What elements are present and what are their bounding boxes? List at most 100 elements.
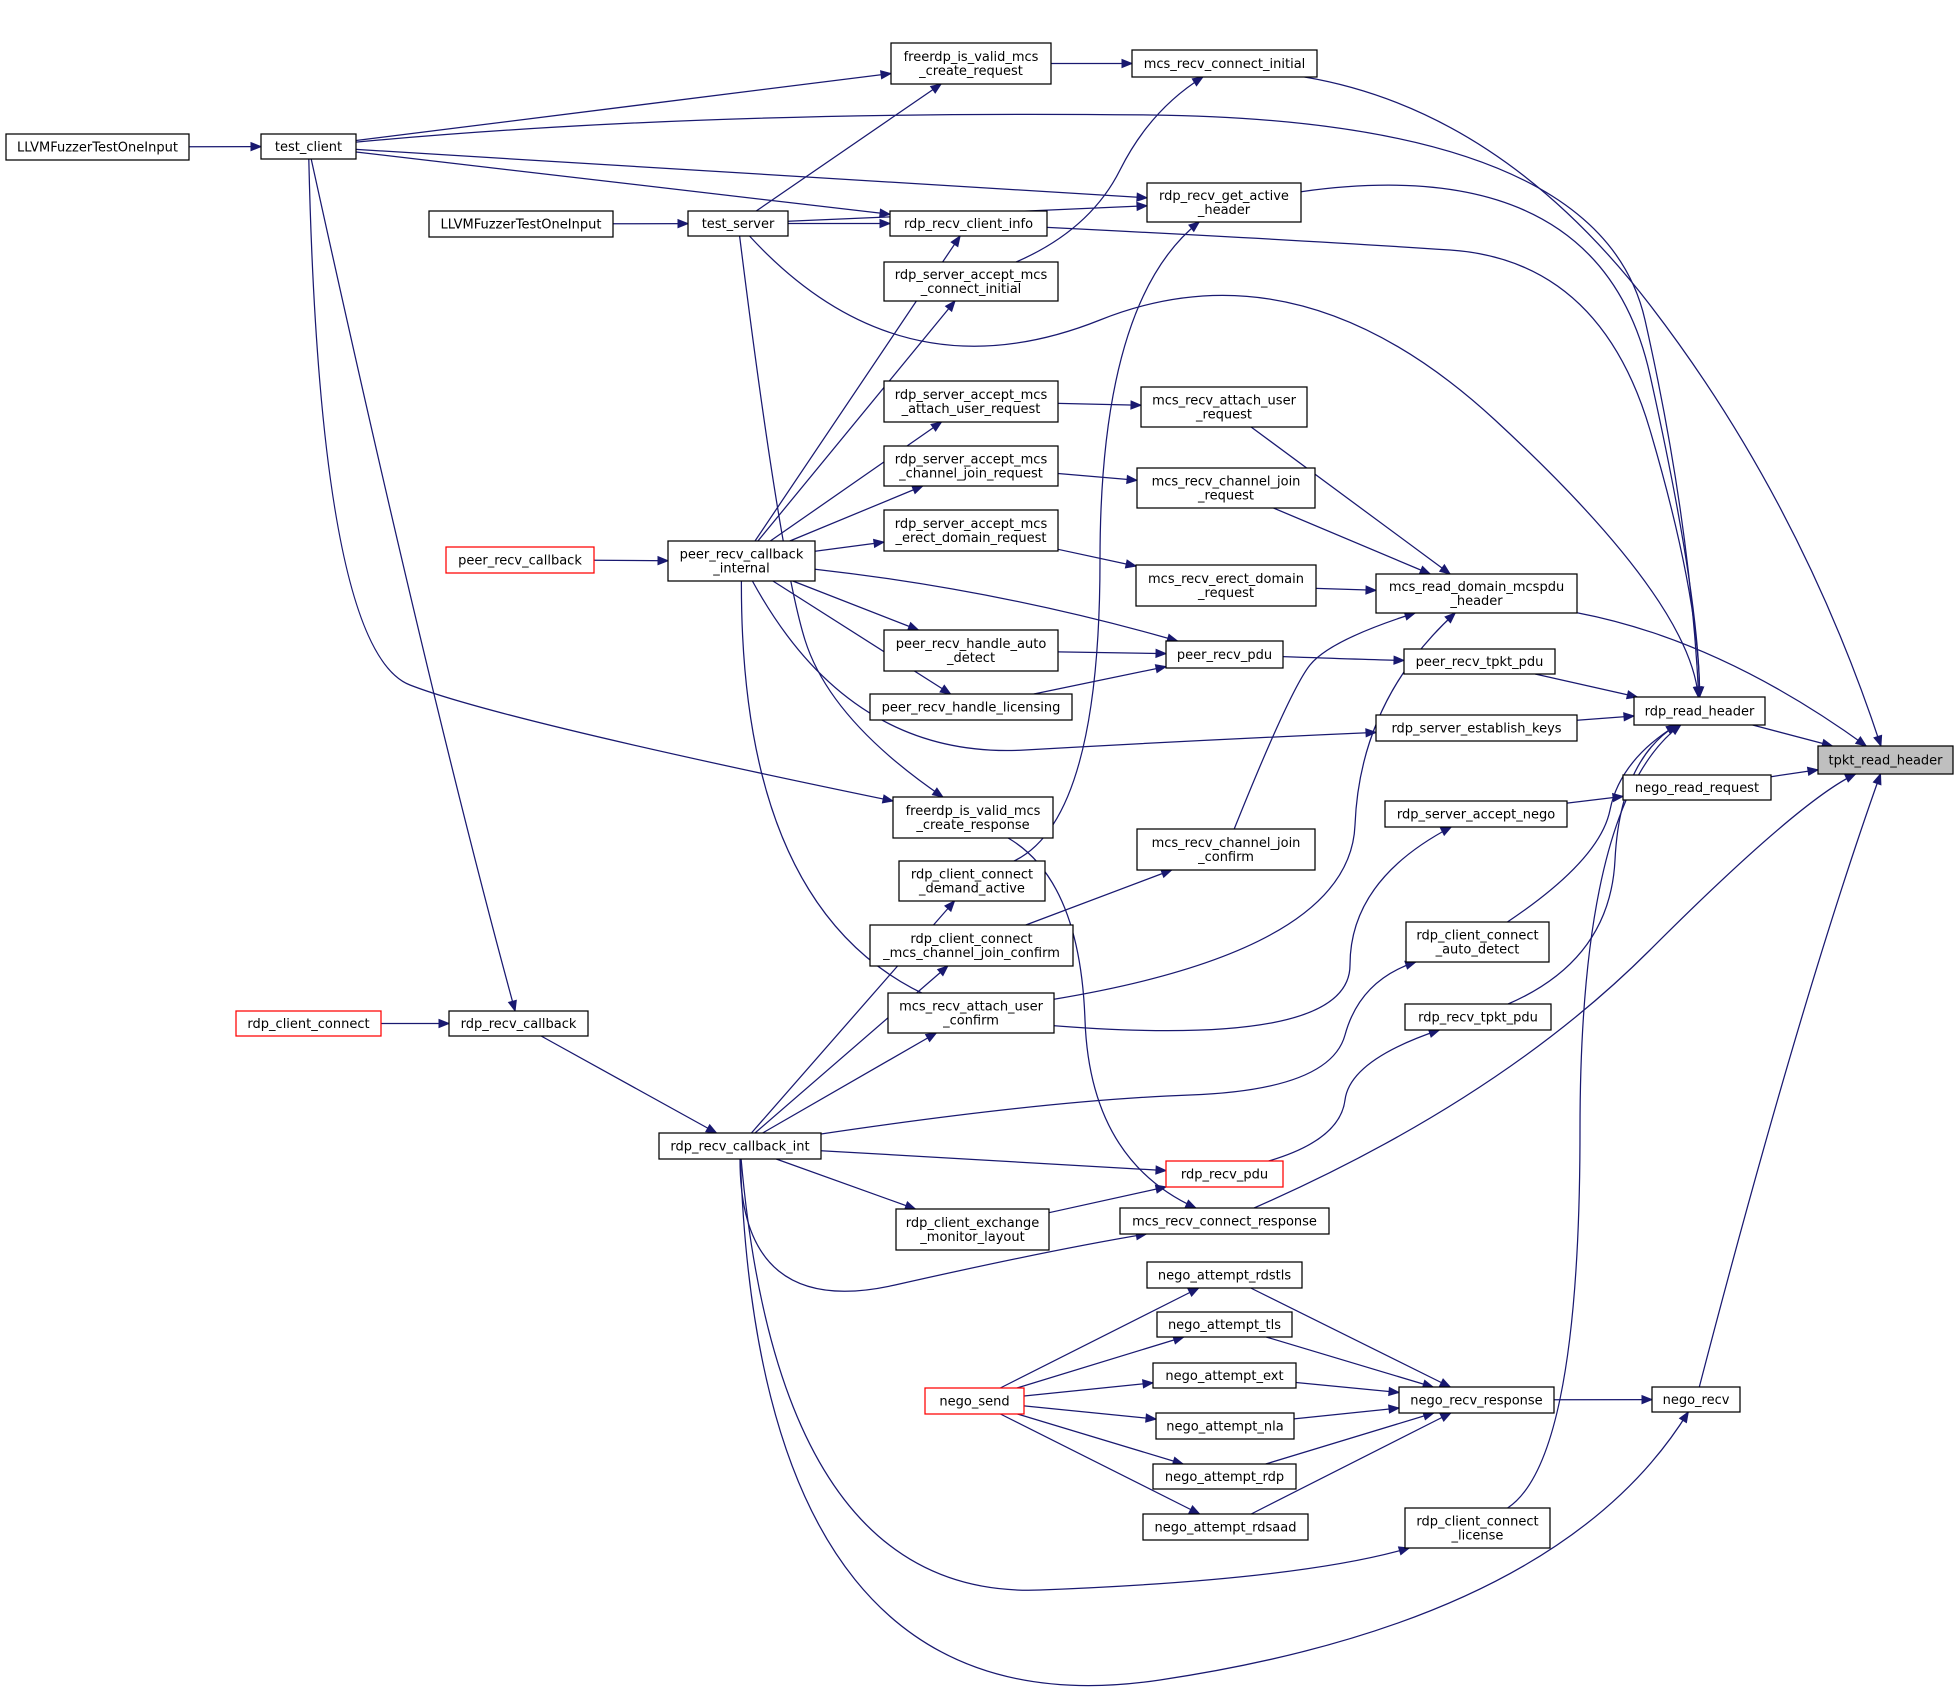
node-nego-attempt-rdsaad[interactable]: nego_attempt_rdsaad — [1142, 1513, 1309, 1541]
node-mcs-recv-attach-user-request[interactable]: mcs_recv_attach_user_request — [1140, 386, 1308, 428]
arrowhead-test_client-to-freerdp_is_valid_mcs_create_request — [880, 70, 893, 80]
node-box — [883, 629, 1059, 672]
node-label: mcs_recv_attach_user — [899, 1000, 1044, 1015]
node-box — [883, 261, 1059, 302]
node-tpkt-read-header[interactable]: tpkt_read_header — [1817, 745, 1954, 775]
node-peer-recv-callback-internal[interactable]: peer_recv_callback_internal — [667, 540, 816, 582]
arrowhead-rdp_recv_callback_int-to-rdp_client_connect_demand_active — [944, 899, 956, 913]
node-peer-recv-pdu[interactable]: peer_recv_pdu — [1165, 640, 1284, 669]
arrowhead-peer_recv_callback_internal-to-rdp_server_accept_mcs_channel_join_request — [911, 485, 924, 495]
edge-mcs_recv_attach_user_confirm-to-mcs_read_domain_mcspdu_header — [1053, 612, 1456, 1000]
node-box — [1622, 774, 1772, 801]
node-peer-recv-tpkt-pdu[interactable]: peer_recv_tpkt_pdu — [1403, 648, 1556, 675]
edge-test_server-to-freerdp_is_valid_mcs_create_response — [738, 235, 944, 798]
edge-peer_recv_callback_internal-to-rdp_server_accept_nego — [740, 580, 1452, 1032]
node-box — [1384, 800, 1568, 828]
arrowhead-nego_send-to-nego_attempt_ext — [1142, 1379, 1155, 1389]
node-rdp-server-accept-mcs-channel-join-request[interactable]: rdp_server_accept_mcs_channel_join_reque… — [883, 445, 1059, 487]
node-box — [260, 133, 357, 160]
node-nego-attempt-rdp[interactable]: nego_attempt_rdp — [1152, 1463, 1297, 1490]
arrowhead-rdp_recv_callback_int-to-rdp_recv_pdu — [1155, 1165, 1168, 1175]
node-rdp-recv-callback[interactable]: rdp_recv_callback — [448, 1010, 589, 1037]
node-rdp-client-exchange-monitor-layout[interactable]: rdp_client_exchange_monitor_layout — [895, 1208, 1050, 1251]
node-freerdp-is-valid-mcs-create-response[interactable]: freerdp_is_valid_mcs_create_response — [892, 796, 1054, 839]
node-rdp-server-accept-mcs-connect-initial[interactable]: rdp_server_accept_mcs_connect_initial — [883, 261, 1059, 302]
node-nego-send[interactable]: nego_send — [924, 1387, 1025, 1415]
node-label: rdp_recv_pdu — [1181, 1168, 1268, 1183]
node-label: _auto_detect — [1435, 943, 1520, 958]
node-mcs-recv-channel-join-confirm[interactable]: mcs_recv_channel_join_confirm — [1136, 828, 1316, 871]
node-rdp-recv-client-info[interactable]: rdp_recv_client_info — [889, 210, 1048, 237]
edge-peer_recv_callback_internal-to-peer_recv_handle_auto_detect — [792, 580, 919, 631]
arrowhead-peer_recv_pdu-to-peer_recv_tpkt_pdu — [1393, 655, 1406, 665]
node-box — [687, 210, 789, 237]
node-nego-recv[interactable]: nego_recv — [1651, 1386, 1741, 1413]
edge-rdp_recv_callback-to-rdp_recv_callback_int — [540, 1035, 717, 1134]
arrowhead-test_client-to-rdp_recv_client_info — [879, 208, 892, 218]
node-rdp-recv-get-active-header[interactable]: rdp_recv_get_active_header — [1146, 182, 1302, 223]
node-mcs-recv-connect-response[interactable]: mcs_recv_connect_response — [1119, 1207, 1330, 1235]
node-nego-attempt-rdstls[interactable]: nego_attempt_rdstls — [1146, 1261, 1303, 1289]
node-rdp-client-connect[interactable]: rdp_client_connect — [235, 1010, 382, 1037]
node-rdp-recv-callback-int[interactable]: rdp_recv_callback_int — [658, 1132, 822, 1160]
arrowhead-rdp_recv_client_info-to-rdp_read_header — [1694, 686, 1705, 699]
node-rdp-server-establish-keys[interactable]: rdp_server_establish_keys — [1375, 714, 1578, 742]
node-label: _request — [1195, 408, 1252, 423]
node-mcs-read-domain-mcspdu-header[interactable]: mcs_read_domain_mcspdu_header — [1375, 573, 1578, 614]
node-label: rdp_client_connect — [1416, 929, 1538, 944]
node-rdp-server-accept-mcs-erect-domain-request[interactable]: rdp_server_accept_mcs_erect_domain_reque… — [883, 509, 1059, 552]
node-mcs-recv-attach-user-confirm[interactable]: mcs_recv_attach_user_confirm — [887, 992, 1055, 1034]
node-nego-recv-response[interactable]: nego_recv_response — [1398, 1386, 1555, 1414]
node-LLVMFuzzerTestOneInput-1[interactable]: LLVMFuzzerTestOneInput — [5, 133, 190, 161]
node-label: _confirm — [1197, 850, 1254, 865]
node-rdp-client-connect-mcs-channel-join-confirm[interactable]: rdp_client_connect_mcs_channel_join_conf… — [869, 924, 1074, 967]
node-rdp-read-header[interactable]: rdp_read_header — [1633, 696, 1766, 726]
arrowhead-peer_recv_callback_internal-to-peer_recv_handle_licensing — [939, 684, 952, 695]
arrowhead-rdp_server_accept_mcs_channel_join_request-to-mcs_recv_channel_join_request — [1126, 474, 1139, 485]
node-rdp-client-connect-auto-detect[interactable]: rdp_client_connect_auto_detect — [1405, 921, 1550, 963]
node-mcs-recv-erect-domain-request[interactable]: mcs_recv_erect_domain_request — [1135, 564, 1317, 607]
node-nego-read-request[interactable]: nego_read_request — [1622, 774, 1772, 801]
node-nego-attempt-tls[interactable]: nego_attempt_tls — [1156, 1311, 1293, 1338]
edge-peer_recv_handle_auto_detect-to-peer_recv_pdu — [1057, 651, 1167, 655]
node-mcs-recv-channel-join-request[interactable]: mcs_recv_channel_join_request — [1136, 467, 1316, 509]
node-label: peer_recv_handle_licensing — [882, 701, 1061, 716]
node-label: freerdp_is_valid_mcs — [906, 804, 1041, 819]
node-nego-attempt-nla[interactable]: nego_attempt_nla — [1155, 1412, 1295, 1440]
node-freerdp-is-valid-mcs-create-request[interactable]: freerdp_is_valid_mcs_create_request — [890, 42, 1052, 85]
node-peer-recv-handle-licensing[interactable]: peer_recv_handle_licensing — [869, 693, 1073, 721]
node-test-client[interactable]: test_client — [260, 133, 357, 160]
node-label: _header — [1197, 203, 1251, 218]
node-rdp-client-connect-demand-active[interactable]: rdp_client_connect_demand_active — [898, 860, 1046, 902]
node-peer-recv-handle-auto-detect[interactable]: peer_recv_handle_auto_detect — [883, 629, 1059, 672]
arrowhead-nego_attempt_nla-to-nego_recv_response — [1388, 1404, 1401, 1414]
node-rdp-server-accept-nego[interactable]: rdp_server_accept_nego — [1384, 800, 1568, 828]
node-label: _channel_join_request — [898, 467, 1043, 482]
node-label: tpkt_read_header — [1828, 754, 1943, 769]
node-LLVMFuzzerTestOneInput-2[interactable]: LLVMFuzzerTestOneInput — [428, 210, 614, 238]
node-label: _header — [1449, 594, 1503, 609]
node-rdp-recv-pdu[interactable]: rdp_recv_pdu — [1165, 1160, 1284, 1188]
edge-peer_recv_handle_licensing-to-peer_recv_pdu — [1033, 665, 1167, 695]
edge-rdp_client_connect_demand_active-to-rdp_recv_get_active_header — [1013, 221, 1200, 862]
arrowhead-freerdp_is_valid_mcs_create_request-to-mcs_recv_connect_initial — [1121, 58, 1134, 69]
node-label: mcs_recv_attach_user — [1152, 394, 1297, 409]
node-rdp-server-accept-mcs-attach-user-request[interactable]: rdp_server_accept_mcs_attach_user_reques… — [883, 380, 1059, 423]
node-test-server[interactable]: test_server — [687, 210, 789, 237]
edge-peer_recv_callback_internal-to-peer_recv_handle_licensing — [772, 580, 951, 695]
node-rdp-client-connect-license[interactable]: rdp_client_connect_license — [1404, 1507, 1551, 1549]
node-label: _confirm — [942, 1014, 999, 1029]
node-rdp-recv-tpkt-pdu[interactable]: rdp_recv_tpkt_pdu — [1404, 1003, 1552, 1031]
arrowhead-rdp_recv_callback-to-rdp_recv_callback_int — [705, 1123, 718, 1134]
node-label: rdp_client_connect — [1416, 1515, 1538, 1530]
node-label: peer_recv_handle_auto — [896, 637, 1047, 652]
node-mcs-recv-connect-initial[interactable]: mcs_recv_connect_initial — [1131, 49, 1318, 78]
edge-nego_attempt_tls-to-nego_recv_response — [1266, 1336, 1434, 1388]
node-nego-attempt-ext[interactable]: nego_attempt_ext — [1152, 1362, 1297, 1389]
edge-rdp_recv_get_active_header-to-rdp_read_header — [1300, 184, 1701, 698]
edge-peer_recv_tpkt_pdu-to-rdp_read_header — [1534, 673, 1638, 698]
node-peer-recv-callback[interactable]: peer_recv_callback — [445, 546, 595, 574]
edge-nego_send-to-nego_attempt_rdsaad — [1000, 1413, 1200, 1515]
arrowhead-rdp_server_accept_mcs_attach_user_request-to-mcs_recv_attach_user_request — [1130, 400, 1143, 410]
node-label: peer_recv_pdu — [1177, 648, 1272, 663]
